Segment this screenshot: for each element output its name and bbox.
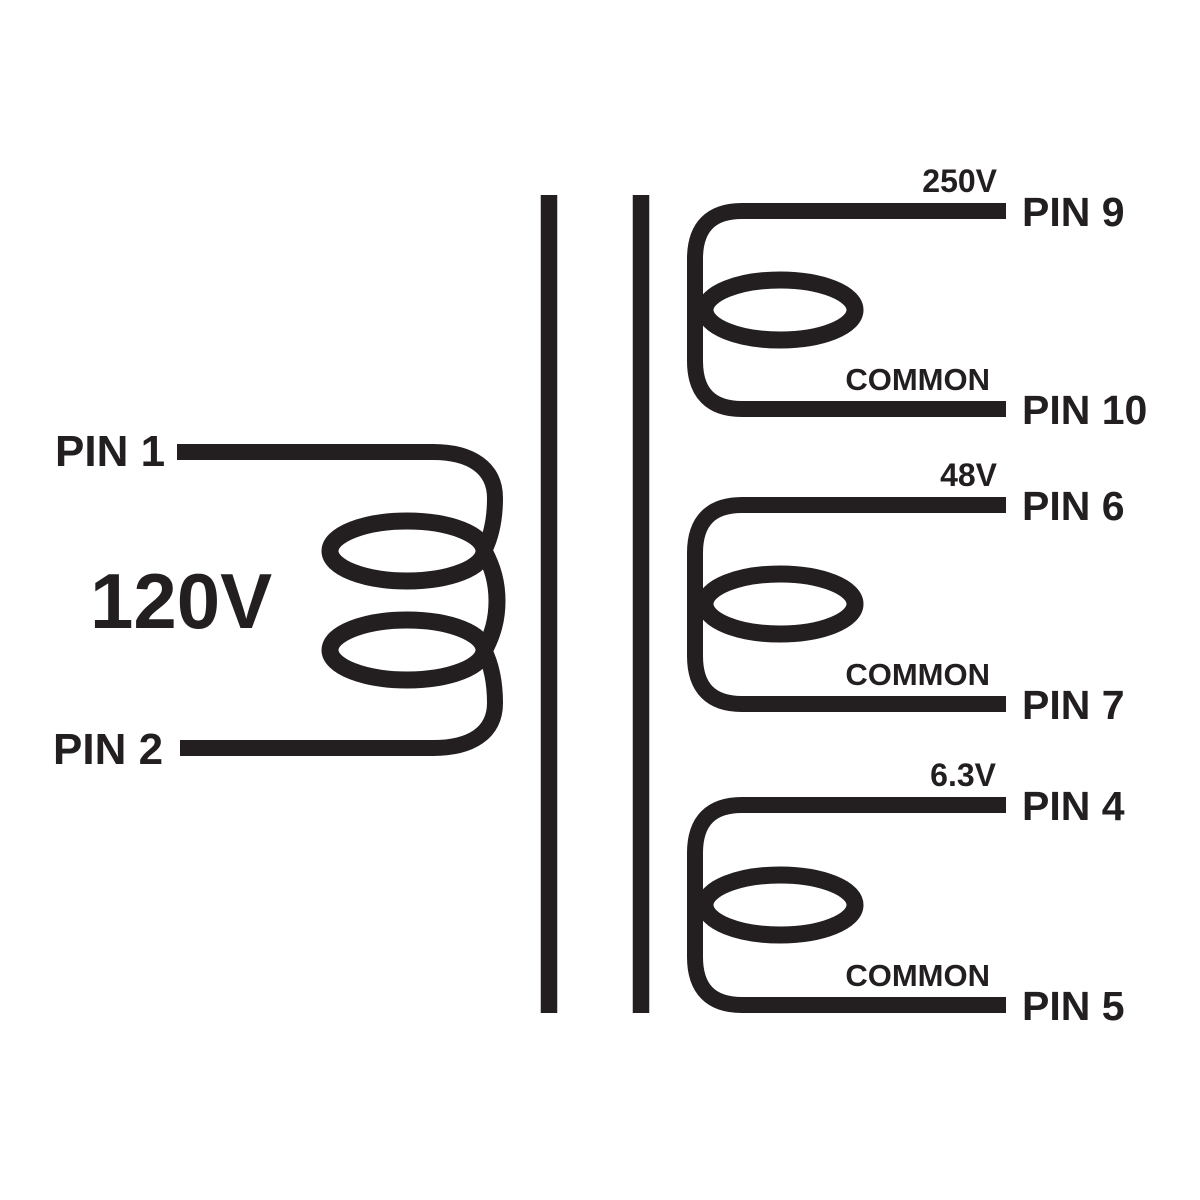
pin-1-label: PIN 1 bbox=[55, 427, 165, 476]
primary-winding: PIN 1 120V PIN 2 bbox=[53, 427, 506, 774]
secondary-3-common-label: COMMON bbox=[845, 958, 990, 993]
secondary-3-coil-loop bbox=[696, 866, 864, 944]
pin-10-label: PIN 10 bbox=[1022, 387, 1147, 433]
pin-2-label: PIN 2 bbox=[53, 725, 163, 774]
pin-9-label: PIN 9 bbox=[1022, 189, 1125, 235]
secondary-1-coil-loop bbox=[696, 271, 864, 349]
primary-coil-link bbox=[476, 547, 506, 655]
primary-top-lead bbox=[177, 444, 503, 555]
transformer-core bbox=[540, 195, 650, 1013]
secondary-3-leads bbox=[687, 797, 1006, 1013]
primary-voltage-label: 120V bbox=[90, 557, 272, 645]
primary-bottom-lead bbox=[180, 646, 503, 756]
secondary-2-voltage-label: 48V bbox=[940, 457, 998, 493]
secondary-winding-250v: 250V PIN 9 COMMON PIN 10 bbox=[687, 163, 1147, 433]
secondary-2-coil-loop bbox=[696, 565, 864, 643]
secondary-1-voltage-label: 250V bbox=[922, 163, 997, 199]
primary-coil-loop-2 bbox=[321, 611, 493, 689]
pin-6-label: PIN 6 bbox=[1022, 483, 1125, 529]
secondary-winding-6.3v: 6.3V PIN 4 COMMON PIN 5 bbox=[687, 757, 1125, 1029]
secondary-2-common-label: COMMON bbox=[845, 657, 990, 692]
secondary-1-leads bbox=[687, 203, 1006, 417]
pin-7-label: PIN 7 bbox=[1022, 682, 1125, 728]
secondary-3-voltage-label: 6.3V bbox=[930, 757, 996, 793]
pin-5-label: PIN 5 bbox=[1022, 983, 1125, 1029]
primary-coil-loop-1 bbox=[321, 512, 493, 590]
pin-4-label: PIN 4 bbox=[1022, 783, 1125, 829]
secondary-1-common-label: COMMON bbox=[845, 362, 990, 397]
secondary-2-leads bbox=[687, 497, 1006, 712]
secondary-winding-48v: 48V PIN 6 COMMON PIN 7 bbox=[687, 457, 1125, 728]
